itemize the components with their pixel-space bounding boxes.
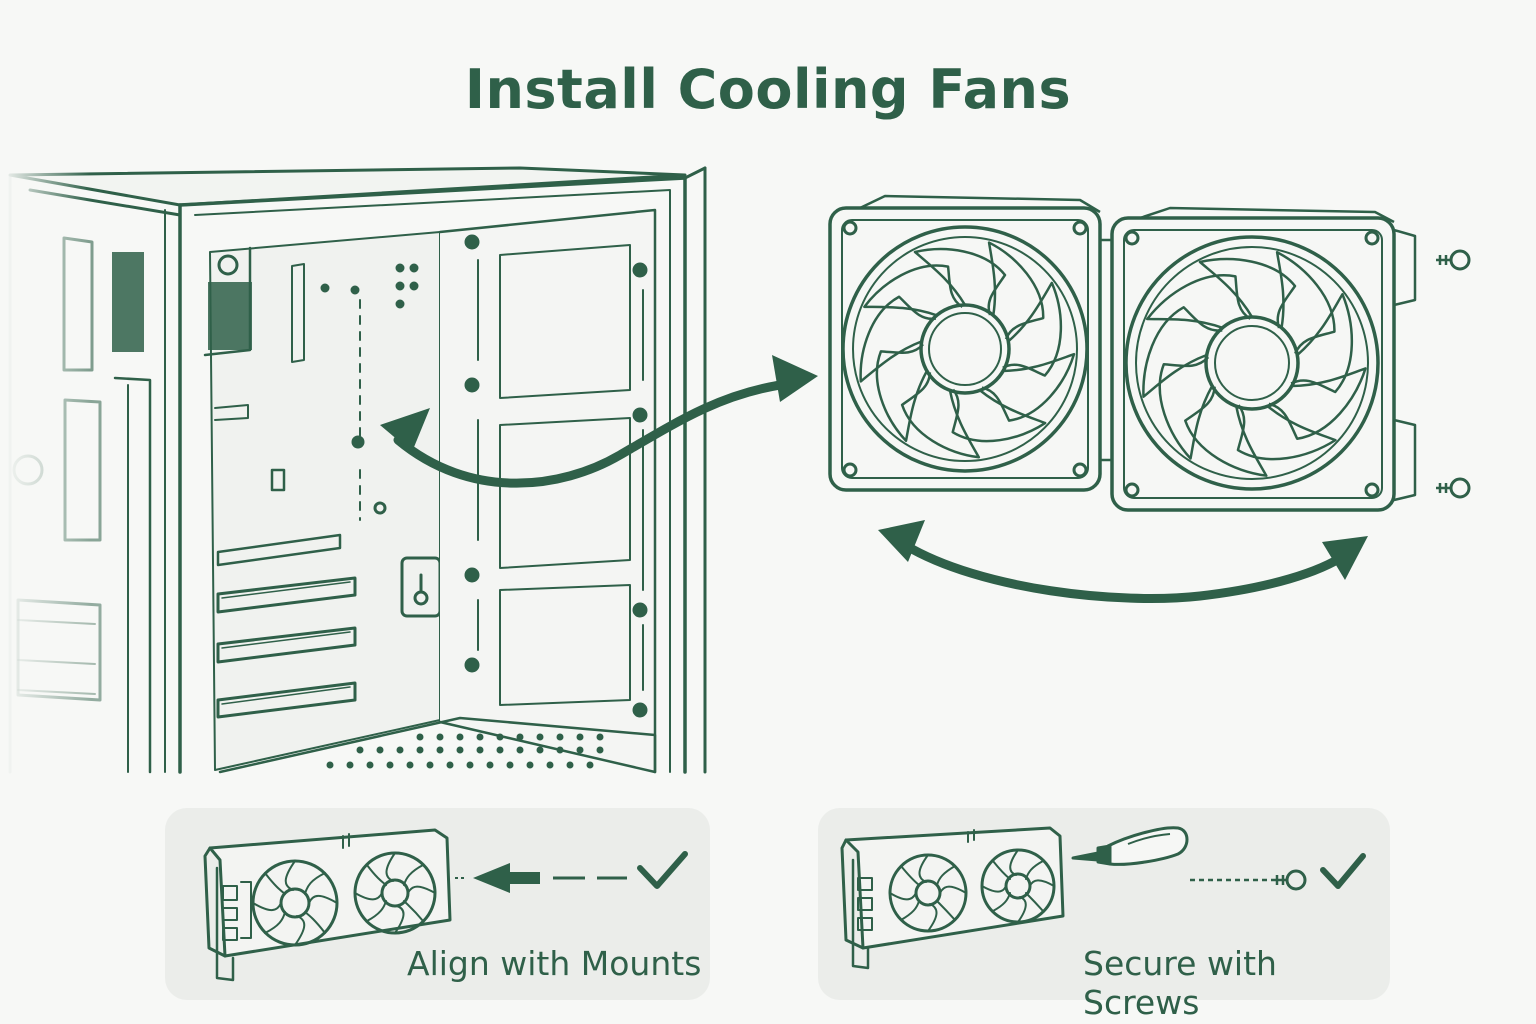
arrow-left-icon [473,863,540,893]
graphics-card-icon [203,828,688,982]
step-label-secure: Secure with Screws [1083,944,1277,1022]
arrowhead-left [380,408,430,452]
step-label-align: Align with Mounts [407,944,702,983]
fade-overlay [0,160,90,780]
case-fan-icon [828,194,1102,492]
step-panel-align: Align with Mounts [165,808,710,1000]
graphics-card-icon-2 [840,826,1366,970]
curved-arrow-icon [393,380,785,488]
screwdriver-icon [1071,826,1189,866]
arrowhead-lower-left [878,520,925,562]
checkmark-icon [637,851,688,889]
screw-icon [1436,249,1471,499]
case-fan-icon-2 [1100,206,1417,512]
curved-arrow-icon-lower [900,540,1350,603]
page-title: Install Cooling Fans [464,58,1072,121]
checkmark-icon-2 [1320,853,1366,889]
arrowhead-lower-right [1322,536,1368,580]
step-panel-secure: Secure with Screws [818,808,1390,1022]
arrowhead-right [772,355,818,402]
screw-icon-small [1273,869,1307,891]
pc-case-icon [8,166,707,774]
